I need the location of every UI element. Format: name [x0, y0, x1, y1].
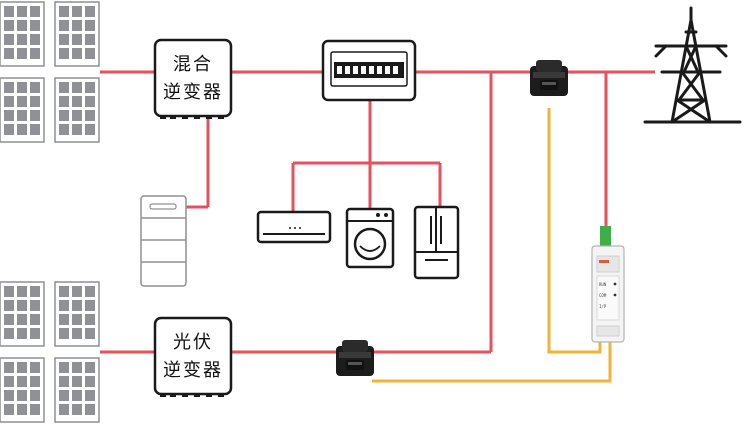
distribution-box-icon [321, 39, 417, 102]
solar-array-bottom [0, 281, 100, 423]
meter-ip-label: I/P [599, 304, 607, 309]
solar-array-top [0, 1, 100, 143]
meter-run-led [613, 282, 617, 286]
power-lines [100, 70, 655, 354]
solar-panel-icon [0, 77, 45, 143]
solar-panel-icon [54, 281, 100, 347]
refrigerator-icon [413, 205, 460, 280]
pv-inverter: 光伏 逆变器 [153, 316, 233, 397]
meter-run-label: RUN [599, 282, 607, 287]
current-transformer-icon [530, 60, 568, 96]
meter-com-led [613, 293, 617, 297]
solar-panel-icon [0, 281, 45, 347]
hybrid-inverter-label-2: 逆变器 [163, 82, 223, 103]
battery-stack-icon [140, 195, 187, 287]
transmission-tower-icon [643, 6, 742, 124]
pv-inverter-label-1: 光伏 [173, 332, 213, 353]
washing-machine-icon [345, 207, 395, 269]
air-conditioner-icon [256, 210, 332, 244]
hybrid-inverter: 混合 逆变器 [153, 38, 233, 119]
solar-panel-icon [54, 357, 100, 423]
meter-com-label: COM [599, 293, 607, 298]
energy-meter: RUN COM I/P [591, 226, 625, 343]
solar-panel-icon [0, 1, 45, 67]
meter-terminal-icon [600, 226, 611, 246]
pv-inverter-label-2: 逆变器 [163, 360, 223, 381]
solar-panel-icon [54, 1, 100, 67]
signal-lines [372, 108, 612, 383]
current-transformer-icon [336, 340, 374, 376]
solar-panel-icon [0, 357, 45, 423]
solar-panel-icon [54, 77, 100, 143]
hybrid-inverter-label-1: 混合 [173, 54, 213, 75]
